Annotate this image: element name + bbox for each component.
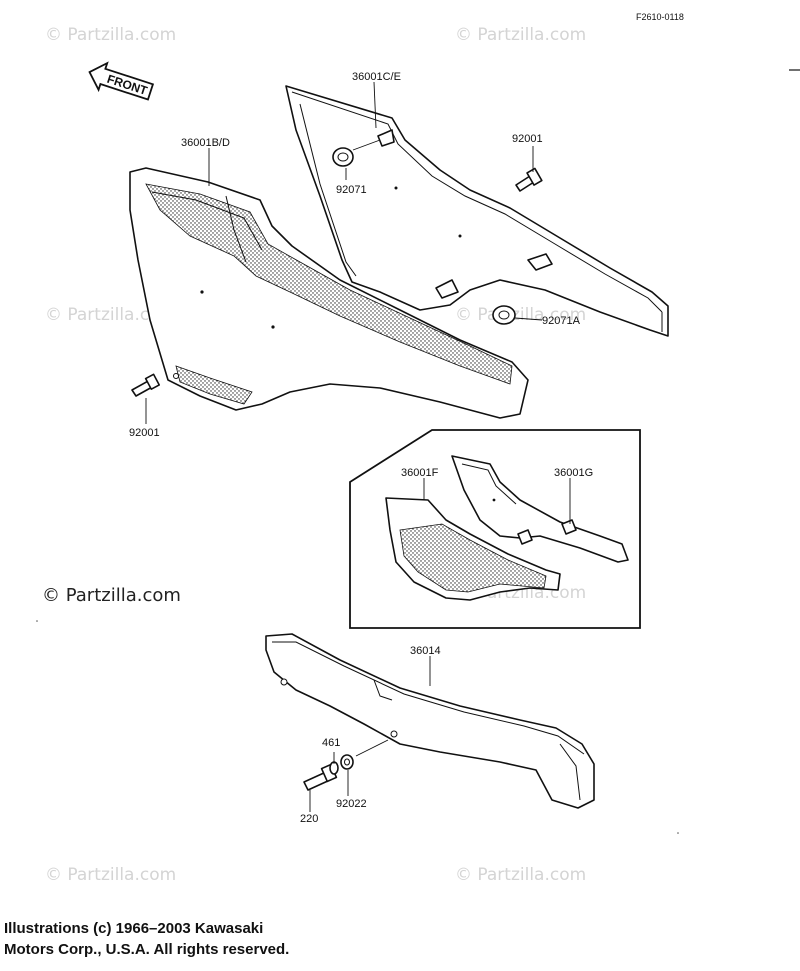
copyright-line-1: Illustrations (c) 1966–2003 Kawasaki — [4, 920, 264, 937]
part-36014 — [265, 633, 595, 809]
inset-box — [349, 429, 641, 629]
part-36001f — [385, 497, 561, 601]
callout-36001bd: 36001B/D — [181, 137, 230, 149]
callout-220: 220 — [300, 813, 318, 825]
callout-36014: 36014 — [410, 645, 441, 657]
callout-92001-top: 92001 — [512, 133, 543, 145]
copyright-notice: Illustrations (c) 1966–2003 Kawasaki Mot… — [4, 918, 424, 960]
watermark: © Partzilla.com — [45, 25, 176, 45]
callout-461: 461 — [322, 737, 340, 749]
screw-92001-top — [515, 146, 543, 192]
callout-36001ce: 36001C/E — [352, 71, 401, 83]
part-36001g — [451, 455, 629, 563]
watermark: © Partzilla.com — [455, 865, 586, 885]
callout-36001g: 36001G — [554, 467, 593, 479]
leader-lines — [208, 81, 571, 686]
front-arrow: FRONT — [88, 61, 155, 101]
part-36001bd — [129, 167, 529, 419]
callouts: 36001C/E 36001B/D 92001 92071 92071A 920… — [129, 71, 593, 825]
grommet-92071 — [332, 129, 395, 167]
watermark: © Partzilla.com — [45, 305, 176, 325]
callout-92071a: 92071A — [542, 315, 581, 327]
screw-92001-left — [131, 373, 161, 424]
copyright-line-2: Motors Corp., U.S.A. All rights reserved… — [4, 941, 290, 958]
figure-code: F2610-0118 — [636, 12, 684, 22]
fasteners-bottom — [303, 739, 389, 812]
callout-92071: 92071 — [336, 184, 367, 196]
watermark: © Partzilla.com — [455, 305, 586, 325]
callout-36001f: 36001F — [401, 467, 439, 479]
watermark: © Partzilla.com — [455, 25, 586, 45]
callout-92001-left: 92001 — [129, 427, 160, 439]
grommet-92071a — [435, 253, 553, 325]
watermarks: © Partzilla.com © Partzilla.com © Partzi… — [42, 25, 586, 885]
watermark-dark: © Partzilla.com — [42, 585, 181, 606]
watermark: © Partzilla.com — [45, 865, 176, 885]
front-arrow-icon — [88, 61, 155, 101]
callout-92022: 92022 — [336, 798, 367, 810]
